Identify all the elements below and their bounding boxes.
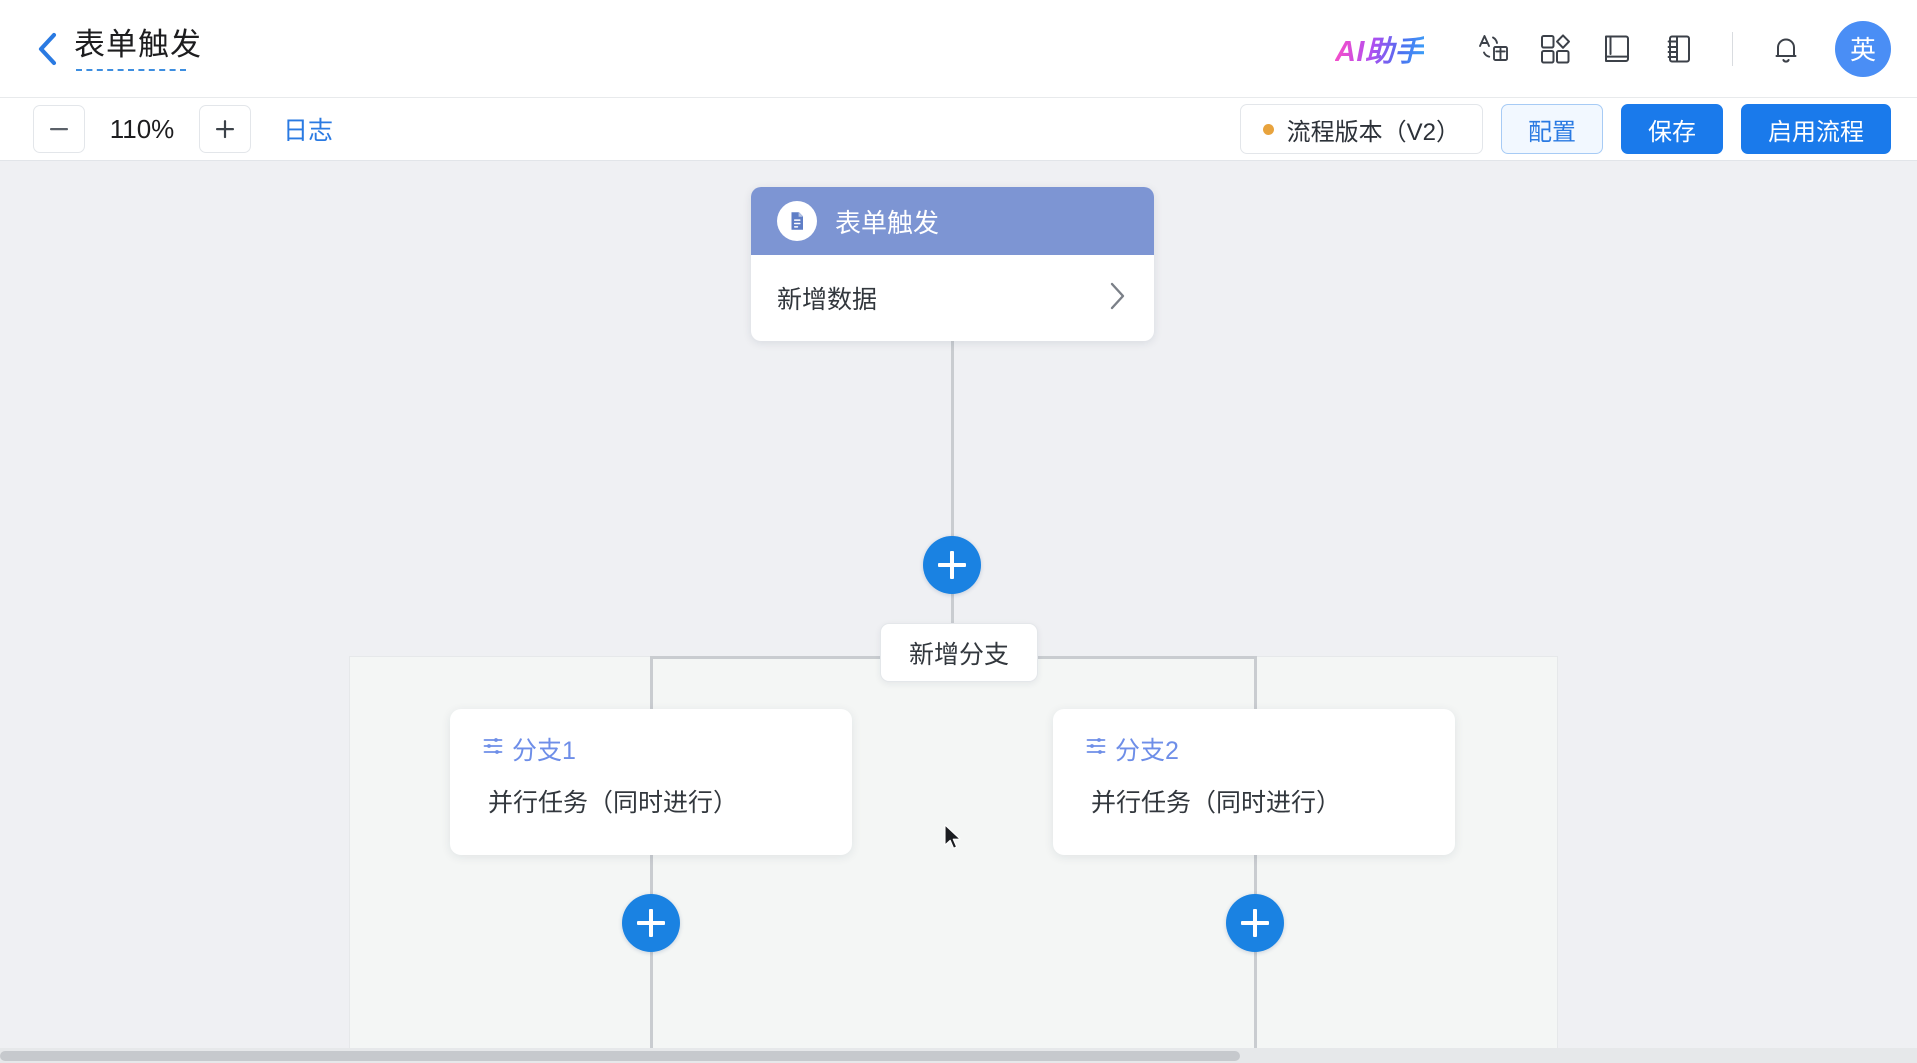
zoom-level-value: 110% xyxy=(109,113,175,144)
toolbar-actions: 流程版本（V2） 配置 保存 启用流程 xyxy=(1239,104,1917,154)
book-icon[interactable] xyxy=(1586,23,1648,75)
connector-trigger-to-branch xyxy=(951,341,954,658)
editor-toolbar: 110% 日志 流程版本（V2） 配置 保存 启用流程 xyxy=(0,98,1917,161)
log-link[interactable]: 日志 xyxy=(283,117,334,145)
enable-flow-button[interactable]: 启用流程 xyxy=(1741,104,1891,154)
branch-filter-icon xyxy=(482,735,504,764)
node-body-text: 新增数据 xyxy=(777,286,878,314)
page-title-wrapper: 表单触发 xyxy=(74,26,202,71)
branch-description: 并行任务（同时进行） xyxy=(1091,789,1342,817)
zoom-out-button[interactable] xyxy=(33,105,85,153)
add-node-button-branch-1[interactable] xyxy=(622,894,680,952)
header-divider xyxy=(1732,31,1733,66)
branch-label-row: 分支2 xyxy=(1053,709,1455,767)
notebook-icon[interactable] xyxy=(1648,23,1710,75)
config-button[interactable]: 配置 xyxy=(1501,104,1603,154)
branch-description: 并行任务（同时进行） xyxy=(488,789,739,817)
horizontal-scrollbar-thumb[interactable] xyxy=(0,1051,1240,1061)
mouse-cursor xyxy=(944,824,966,859)
flow-version-label: 流程版本（V2） xyxy=(1286,118,1460,146)
node-body[interactable]: 新增数据 xyxy=(751,255,1154,341)
save-button[interactable]: 保存 xyxy=(1621,104,1723,154)
avatar[interactable]: 英 xyxy=(1835,20,1891,77)
node-form-trigger[interactable]: 表单触发 新增数据 xyxy=(751,187,1154,341)
page-title: 表单触发 xyxy=(74,26,202,62)
translate-icon[interactable] xyxy=(1462,23,1524,75)
document-icon xyxy=(777,201,817,241)
add-branch-button[interactable]: 新增分支 xyxy=(880,623,1038,682)
node-title: 表单触发 xyxy=(835,207,940,238)
app-header: 表单触发 AI助手 xyxy=(0,0,1917,98)
chevron-right-icon[interactable] xyxy=(1106,280,1128,317)
branch-card-1[interactable]: 分支1 并行任务（同时进行） xyxy=(450,709,852,855)
add-node-button-branch-2[interactable] xyxy=(1226,894,1284,952)
flow-canvas[interactable]: 表单触发 新增数据 新增分支 分支1 xyxy=(0,161,1917,1048)
node-header: 表单触发 xyxy=(751,187,1154,255)
branch-label-row: 分支1 xyxy=(450,709,852,767)
branch-card-2[interactable]: 分支2 并行任务（同时进行） xyxy=(1053,709,1455,855)
horizontal-scrollbar[interactable] xyxy=(0,1048,1917,1063)
ai-assistant-button[interactable]: AI助手 xyxy=(1335,28,1424,70)
bell-icon[interactable] xyxy=(1755,23,1817,75)
flow-version-selector[interactable]: 流程版本（V2） xyxy=(1239,104,1483,154)
version-status-dot xyxy=(1262,123,1274,135)
title-underline xyxy=(76,68,186,71)
branch-label-text: 分支2 xyxy=(1115,737,1179,765)
back-chevron-icon[interactable] xyxy=(34,31,60,67)
zoom-in-button[interactable] xyxy=(199,105,251,153)
branch-label-text: 分支1 xyxy=(512,737,576,765)
apps-grid-icon[interactable] xyxy=(1524,23,1586,75)
header-actions: AI助手 xyxy=(1335,20,1917,77)
branch-filter-icon xyxy=(1085,735,1107,764)
add-node-button-top[interactable] xyxy=(923,536,981,594)
